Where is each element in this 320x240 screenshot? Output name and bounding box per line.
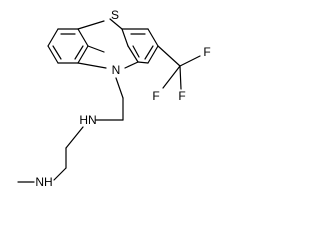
left-benzene-ring	[47, 28, 89, 64]
secondary-amine-label: HN	[79, 113, 96, 127]
bond	[87, 45, 105, 53]
fluorine-label: F	[203, 45, 210, 59]
sulfur-label: S	[111, 8, 119, 22]
double-bond	[52, 45, 62, 60]
bond	[77, 62, 107, 69]
bond	[53, 167, 67, 181]
bond	[109, 18, 123, 30]
bond	[179, 65, 182, 90]
bond	[115, 77, 124, 99]
double-bond	[132, 45, 140, 58]
ring-nitrogen-label: N	[112, 63, 121, 77]
bond	[124, 61, 139, 69]
bond	[147, 45, 159, 64]
bond	[179, 55, 201, 67]
fluorine-label: F	[152, 89, 159, 103]
trifluoromethyl-group	[157, 45, 201, 90]
double-bond	[144, 45, 154, 60]
bond	[77, 45, 89, 64]
right-benzene-ring	[121, 28, 159, 64]
bond	[157, 45, 181, 67]
propyl-chain	[95, 77, 124, 121]
ethyl-chain	[17, 126, 84, 183]
methylamine-label: NH	[35, 175, 52, 189]
atom-labels: S N F F F HN NH	[35, 8, 210, 189]
bond	[147, 28, 159, 47]
bond	[77, 20, 105, 30]
bond	[77, 28, 89, 47]
molecule-structure: S N F F F HN NH	[17, 8, 211, 189]
bond	[47, 28, 59, 47]
bond	[137, 61, 149, 64]
bond	[121, 28, 129, 47]
bond	[162, 65, 181, 89]
fluorine-label: F	[178, 89, 185, 103]
bond	[127, 45, 139, 63]
double-bond	[74, 45, 84, 60]
central-ring	[77, 18, 139, 69]
bond	[65, 126, 84, 149]
bond	[47, 45, 59, 64]
